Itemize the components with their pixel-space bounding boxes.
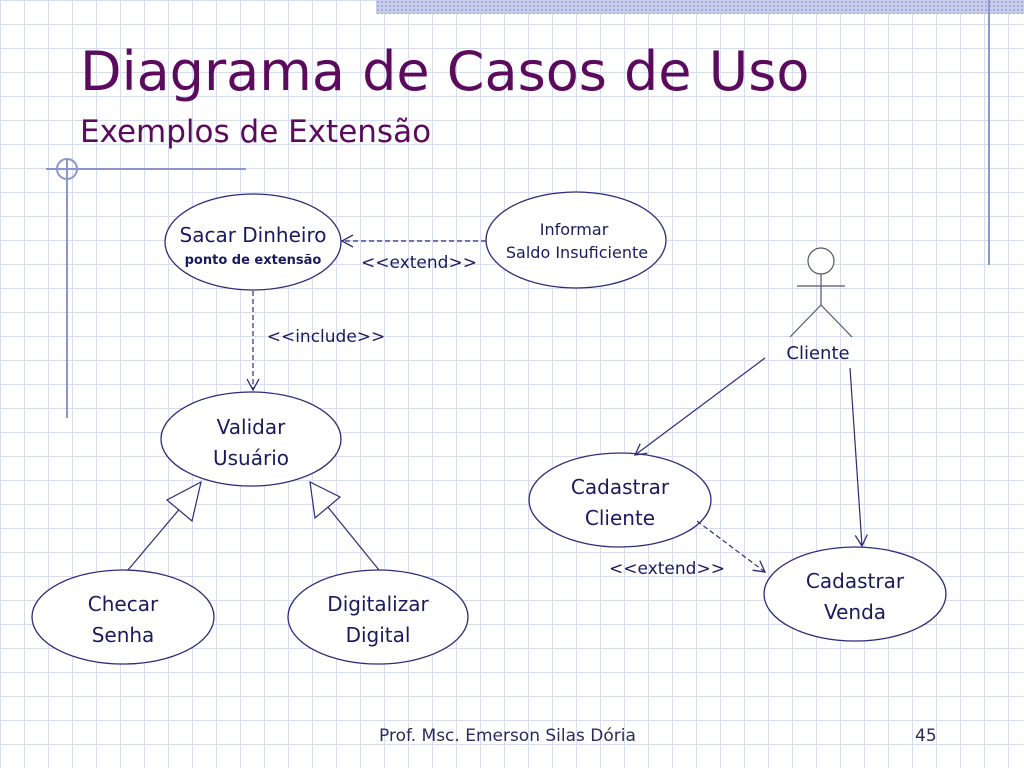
usecase-informar-saldo — [485, 191, 667, 289]
usecase-digitalizar-label-1: Digitalizar — [327, 592, 429, 616]
include-label: <<include>> — [267, 327, 386, 347]
usecase-validar-label-1: Validar — [217, 415, 286, 439]
decorative-circle — [56, 158, 78, 180]
extension-point-label: ponto de extensão — [185, 253, 322, 268]
extend-label-1: <<extend>> — [361, 253, 477, 273]
generalization-line-checar — [127, 505, 183, 571]
usecase-checar-label-2: Senha — [92, 623, 155, 647]
left-decorative-line — [66, 160, 68, 418]
extend-arrow-cliente-to-venda — [696, 520, 767, 573]
slide-title: Diagrama de Casos de Uso — [80, 40, 810, 103]
generalization-line-digitalizar — [326, 505, 380, 571]
usecase-cadastrar-venda — [763, 546, 947, 642]
association-cliente-cadastrar-venda — [849, 367, 868, 548]
usecase-informar-label-1: Informar — [540, 220, 609, 239]
footer-author: Prof. Msc. Emerson Silas Dória — [379, 726, 636, 746]
usecase-checar-senha — [31, 569, 215, 665]
usecase-checar-label-1: Checar — [88, 592, 159, 616]
actor-cliente-label: Cliente — [786, 343, 849, 364]
usecase-cadastrar-venda-label-2: Venda — [824, 600, 886, 624]
actor-left-leg — [789, 304, 822, 338]
usecase-cadastrar-venda-label-1: Cadastrar — [806, 569, 905, 593]
actor-cliente-figure — [789, 247, 853, 338]
right-decorative-line — [988, 0, 990, 265]
usecase-cadastrar-cliente — [528, 452, 712, 548]
actor-right-leg — [820, 304, 853, 338]
actor-head — [807, 247, 835, 275]
title-underline — [46, 168, 246, 170]
usecase-validar-usuario — [160, 391, 342, 487]
usecase-cadastrar-cliente-label-1: Cadastrar — [571, 475, 670, 499]
usecase-informar-label-2: Saldo Insuficiente — [506, 243, 648, 262]
usecase-cadastrar-cliente-label-2: Cliente — [585, 506, 655, 530]
generalization-triangle-digitalizar — [309, 480, 342, 520]
slide-subtitle: Exemplos de Extensão — [80, 114, 432, 150]
generalization-triangle-checar — [165, 480, 202, 523]
page-number: 45 — [915, 726, 937, 746]
extend-label-2: <<extend>> — [609, 559, 725, 579]
association-cliente-cadastrar-cliente — [633, 357, 766, 456]
top-decorative-band — [376, 0, 1024, 14]
usecase-digitalizar-digital — [287, 569, 469, 665]
usecase-sacar-label: Sacar Dinheiro — [180, 223, 327, 247]
usecase-validar-label-2: Usuário — [213, 446, 289, 470]
usecase-digitalizar-label-2: Digital — [346, 623, 411, 647]
